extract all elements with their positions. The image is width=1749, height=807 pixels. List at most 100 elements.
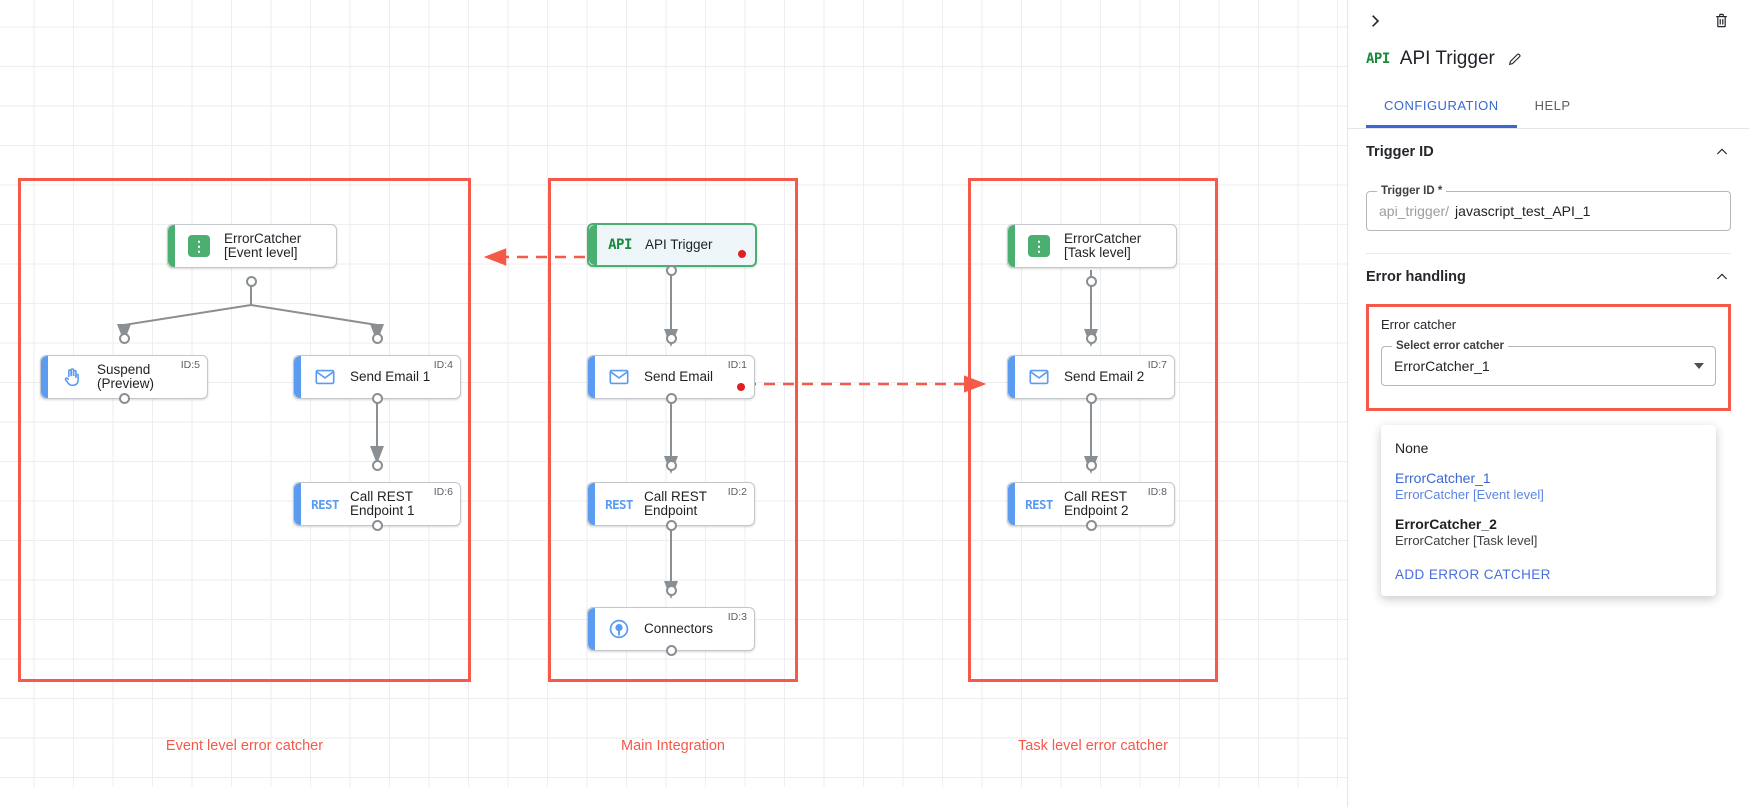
- node-port-in[interactable]: [666, 585, 677, 596]
- node-port-out[interactable]: [119, 393, 130, 404]
- api-icon: API: [1366, 51, 1390, 67]
- group-box-event-level[interactable]: [18, 178, 471, 682]
- pencil-icon[interactable]: [1507, 51, 1523, 67]
- node-api-trigger[interactable]: API API Trigger: [587, 223, 757, 267]
- menu-item-errorcatcher-2[interactable]: ErrorCatcher_2 ErrorCatcher [Task level]: [1381, 509, 1716, 555]
- error-handling-section-header[interactable]: Error handling: [1366, 254, 1731, 300]
- rest-icon: REST: [605, 496, 633, 512]
- trigger-id-section-header[interactable]: Trigger ID: [1366, 129, 1731, 175]
- node-accent-bar: [294, 356, 301, 398]
- node-id-badge: ID:2: [727, 486, 747, 498]
- envelope-icon: [606, 364, 632, 390]
- node-port-out[interactable]: [666, 520, 677, 531]
- hand-icon: [59, 364, 85, 390]
- group-label-event-level: Event level error catcher: [165, 738, 324, 754]
- node-port-out[interactable]: [1086, 520, 1097, 531]
- node-errorcatcher-task-level[interactable]: ⋮ ErrorCatcher [Task level]: [1007, 224, 1177, 268]
- node-port-out[interactable]: [246, 276, 257, 287]
- node-label: Send Email 1: [350, 369, 431, 384]
- connectors-icon: [606, 616, 632, 642]
- node-id-badge: ID:7: [1147, 359, 1167, 371]
- node-port-out[interactable]: [372, 393, 383, 404]
- trash-icon[interactable]: [1709, 8, 1733, 32]
- menu-item-errorcatcher-1[interactable]: ErrorCatcher_1 ErrorCatcher [Event level…: [1381, 463, 1716, 509]
- node-call-rest-endpoint-2[interactable]: REST Call REST Endpoint 2 ID:8: [1007, 482, 1175, 526]
- error-marker-dot: [738, 250, 746, 258]
- workflow-canvas[interactable]: Event level error catcher Main Integrati…: [0, 0, 1347, 807]
- node-port-in[interactable]: [666, 460, 677, 471]
- error-handling-section: Error handling Error catcher Select erro…: [1348, 254, 1749, 596]
- node-port-out[interactable]: [372, 520, 383, 531]
- node-accent-bar: [589, 225, 597, 265]
- node-port-out[interactable]: [666, 393, 677, 404]
- node-send-email-2[interactable]: Send Email 2 ID:7: [1007, 355, 1175, 399]
- node-id-badge: ID:3: [727, 611, 747, 623]
- node-port-in[interactable]: [119, 333, 130, 344]
- error-catcher-label: Error catcher: [1381, 317, 1457, 332]
- error-catcher-icon: ⋮: [186, 233, 212, 259]
- error-catcher-options-menu: None ErrorCatcher_1 ErrorCatcher [Event …: [1381, 425, 1716, 596]
- trigger-id-field[interactable]: Trigger ID * api_trigger/ javascript_tes…: [1366, 185, 1731, 231]
- node-accent-bar: [588, 356, 595, 398]
- node-port-in[interactable]: [1086, 333, 1097, 344]
- select-error-catcher-value: ErrorCatcher_1: [1394, 358, 1490, 374]
- tab-help[interactable]: HELP: [1534, 98, 1571, 113]
- node-accent-bar: [1008, 483, 1015, 525]
- trigger-id-section: Trigger ID Trigger ID * api_trigger/ jav…: [1348, 129, 1749, 254]
- group-label-main-integration: Main Integration: [621, 738, 725, 754]
- chevron-right-icon[interactable]: [1363, 9, 1387, 33]
- node-port-out[interactable]: [1086, 276, 1097, 287]
- node-id-badge: ID:8: [1147, 486, 1167, 498]
- chevron-down-icon[interactable]: [1694, 363, 1704, 369]
- node-call-rest-endpoint[interactable]: REST Call REST Endpoint ID:2: [587, 482, 755, 526]
- envelope-icon: [1026, 364, 1052, 390]
- node-id-badge: ID:4: [433, 359, 453, 371]
- node-label: Send Email: [644, 369, 714, 384]
- error-catcher-icon: ⋮: [1026, 233, 1052, 259]
- trigger-id-input[interactable]: javascript_test_API_1: [1455, 203, 1591, 219]
- node-id-badge: ID:1: [727, 359, 747, 371]
- node-id-badge: ID:6: [433, 486, 453, 498]
- add-error-catcher-button[interactable]: ADD ERROR CATCHER: [1395, 567, 1551, 582]
- properties-panel: API API Trigger CONFIGURATION HELP Trigg…: [1347, 0, 1749, 807]
- node-send-email-1[interactable]: Send Email 1 ID:4: [293, 355, 461, 399]
- trigger-id-heading: Trigger ID: [1366, 144, 1434, 160]
- rest-icon: REST: [1025, 496, 1053, 512]
- api-icon: API: [608, 237, 632, 253]
- node-label: Call REST Endpoint: [644, 489, 708, 518]
- node-port-in[interactable]: [1086, 460, 1097, 471]
- node-accent-bar: [1008, 356, 1015, 398]
- node-port-in[interactable]: [372, 460, 383, 471]
- select-error-catcher-legend: Select error catcher: [1392, 340, 1509, 352]
- trigger-id-field-legend: Trigger ID *: [1377, 185, 1447, 197]
- chevron-up-icon[interactable]: [1713, 268, 1731, 286]
- group-box-main-integration[interactable]: [548, 178, 798, 682]
- node-accent-bar: [294, 483, 301, 525]
- panel-topbar: [1348, 0, 1749, 42]
- node-accent-bar: [588, 483, 595, 525]
- panel-tabs: CONFIGURATION HELP: [1348, 90, 1749, 129]
- node-label: API Trigger: [645, 237, 713, 252]
- node-port-out[interactable]: [666, 265, 677, 276]
- node-port-out[interactable]: [1086, 393, 1097, 404]
- node-port-in[interactable]: [372, 333, 383, 344]
- node-errorcatcher-event-level[interactable]: ⋮ ErrorCatcher [Event level]: [167, 224, 337, 268]
- node-port-out[interactable]: [666, 645, 677, 656]
- node-label: Connectors: [644, 621, 714, 636]
- group-box-task-level[interactable]: [968, 178, 1218, 682]
- node-label: Suspend (Preview): [97, 362, 155, 391]
- node-accent-bar: [41, 356, 48, 398]
- tab-configuration[interactable]: CONFIGURATION: [1366, 90, 1517, 128]
- node-accent-bar: [1008, 225, 1015, 267]
- node-port-in[interactable]: [666, 333, 677, 344]
- node-accent-bar: [168, 225, 175, 267]
- node-label: Call REST Endpoint 1: [350, 489, 415, 518]
- menu-item-none[interactable]: None: [1381, 433, 1716, 463]
- node-label: ErrorCatcher [Task level]: [1064, 231, 1142, 260]
- node-connectors[interactable]: Connectors ID:3: [587, 607, 755, 651]
- select-error-catcher[interactable]: Select error catcher ErrorCatcher_1: [1381, 340, 1716, 386]
- node-call-rest-endpoint-1[interactable]: REST Call REST Endpoint 1 ID:6: [293, 482, 461, 526]
- panel-title-row: API API Trigger: [1348, 42, 1749, 76]
- envelope-icon: [312, 364, 338, 390]
- chevron-up-icon[interactable]: [1713, 143, 1731, 161]
